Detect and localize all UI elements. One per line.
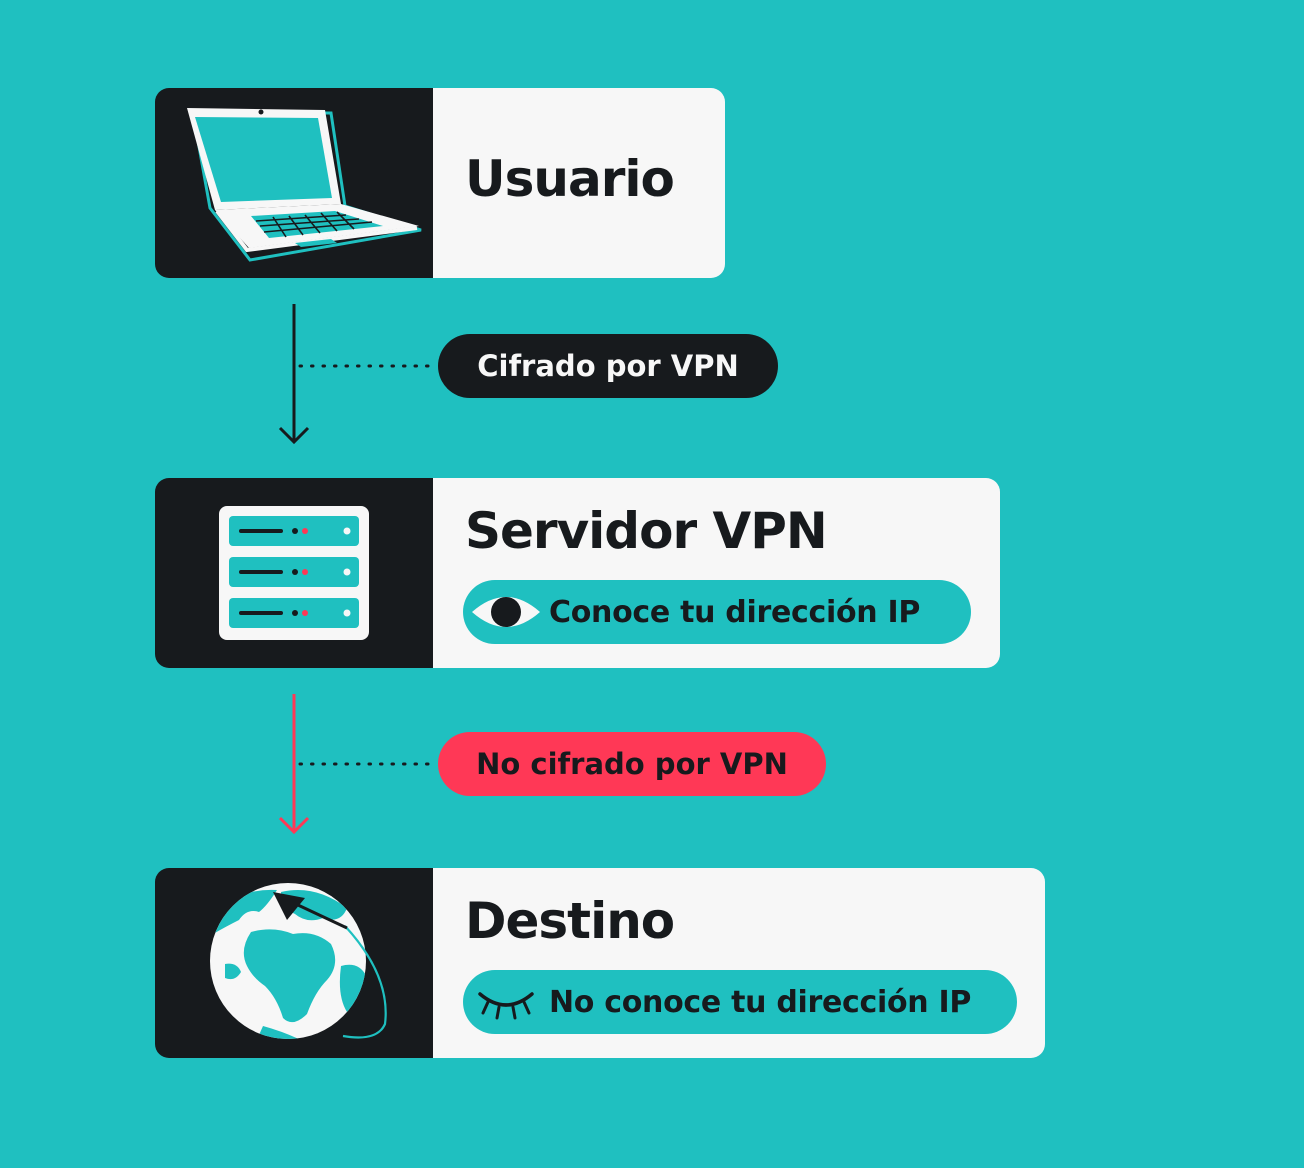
- step-title: Servidor VPN: [465, 502, 828, 560]
- globe-icon: [155, 868, 433, 1058]
- step-text-panel: Destino No conoce tu dirección IP: [433, 868, 1045, 1058]
- arrow-not-encrypted: [278, 694, 440, 835]
- arrow-encrypted: [278, 304, 440, 445]
- step-title: Usuario: [465, 150, 675, 208]
- step-card-servidor-vpn: Servidor VPN Conoce tu dirección IP: [155, 478, 1000, 668]
- step-card-destino: Destino No conoce tu dirección IP: [155, 868, 1045, 1058]
- step-text-panel: Servidor VPN Conoce tu dirección IP: [433, 478, 1000, 668]
- eye-open-icon: [463, 580, 549, 644]
- status-label: Conoce tu dirección IP: [549, 594, 921, 630]
- label-encrypted: Cifrado por VPN: [438, 334, 778, 398]
- laptop-icon: [155, 88, 433, 278]
- step-card-usuario: Usuario: [155, 88, 725, 278]
- step-text-panel: Usuario: [433, 88, 725, 278]
- status-pill-does-not-know-ip: No conoce tu dirección IP: [463, 970, 1017, 1034]
- label-not-encrypted: No cifrado por VPN: [438, 732, 826, 796]
- server-icon: [155, 478, 433, 668]
- eye-closed-icon: [463, 970, 549, 1034]
- status-label: No conoce tu dirección IP: [549, 984, 972, 1020]
- status-pill-knows-ip: Conoce tu dirección IP: [463, 580, 971, 644]
- step-title: Destino: [465, 892, 675, 950]
